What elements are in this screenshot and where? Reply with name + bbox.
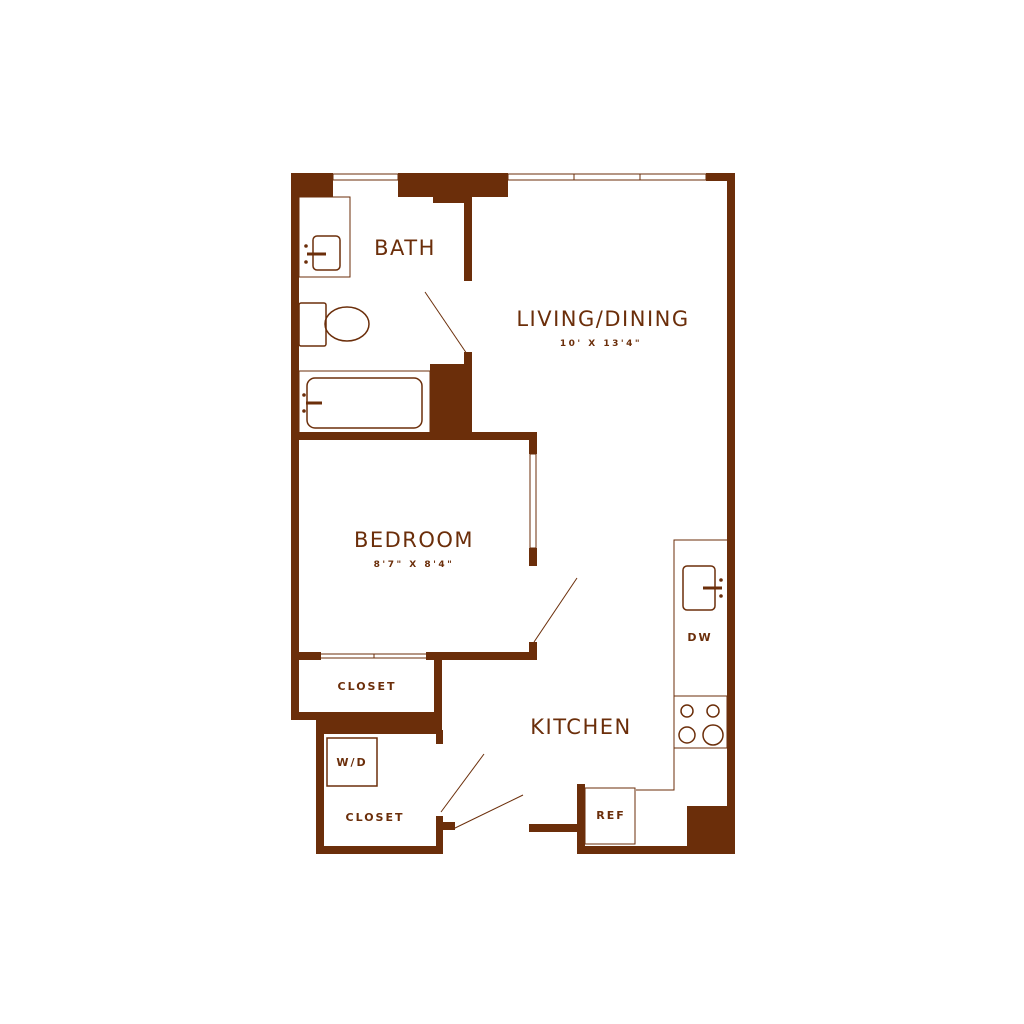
- toilet-icon: [298, 302, 370, 347]
- cooktop-icon: [678, 704, 724, 746]
- fixture-label-dishwasher: DW: [687, 631, 712, 644]
- kitchen-fixtures: [584, 539, 728, 845]
- room-label-bedroom: BEDROOM: [354, 528, 474, 552]
- bedroom-door[interactable]: [533, 577, 578, 643]
- washer-dryer-box: [326, 737, 378, 787]
- closet-doors: [321, 653, 426, 659]
- room-label-kitchen: KITCHEN: [530, 715, 632, 739]
- room-dimensions-bedroom: 8'7" X 8'4": [374, 560, 455, 570]
- fixture-label-refrigerator: REF: [596, 809, 626, 822]
- kitchen-sink-icon: [682, 565, 723, 611]
- cooktop-surround: [673, 695, 728, 749]
- room-label-living: LIVING/DINING: [516, 307, 689, 331]
- room-label-bath: BATH: [374, 236, 436, 260]
- bath-door[interactable]: [424, 291, 468, 355]
- bedroom-openings: [529, 453, 578, 643]
- room-label-closet: CLOSET: [338, 680, 397, 693]
- tub-surround: [298, 370, 431, 435]
- laundry-fixtures: [326, 737, 524, 830]
- room-dimensions-living: 10' X 13'4": [560, 339, 642, 349]
- laundry-door[interactable]: [440, 753, 485, 813]
- fixture-label-washer-dryer: W/D: [336, 756, 367, 769]
- refrigerator-box: [584, 787, 636, 845]
- vanity-counter: [298, 196, 351, 278]
- bathtub-icon: [302, 377, 423, 429]
- walls: [291, 173, 735, 854]
- bedroom-sliding-door[interactable]: [529, 453, 537, 549]
- bath-fixtures: [298, 196, 468, 435]
- sink-icon: [304, 235, 341, 271]
- room-label-laundry-closet: CLOSET: [346, 811, 405, 824]
- entry-door[interactable]: [452, 794, 524, 830]
- windows: [332, 173, 707, 181]
- room-labels: BATH LIVING/DINING 10' X 13'4" BEDROOM 8…: [336, 236, 712, 824]
